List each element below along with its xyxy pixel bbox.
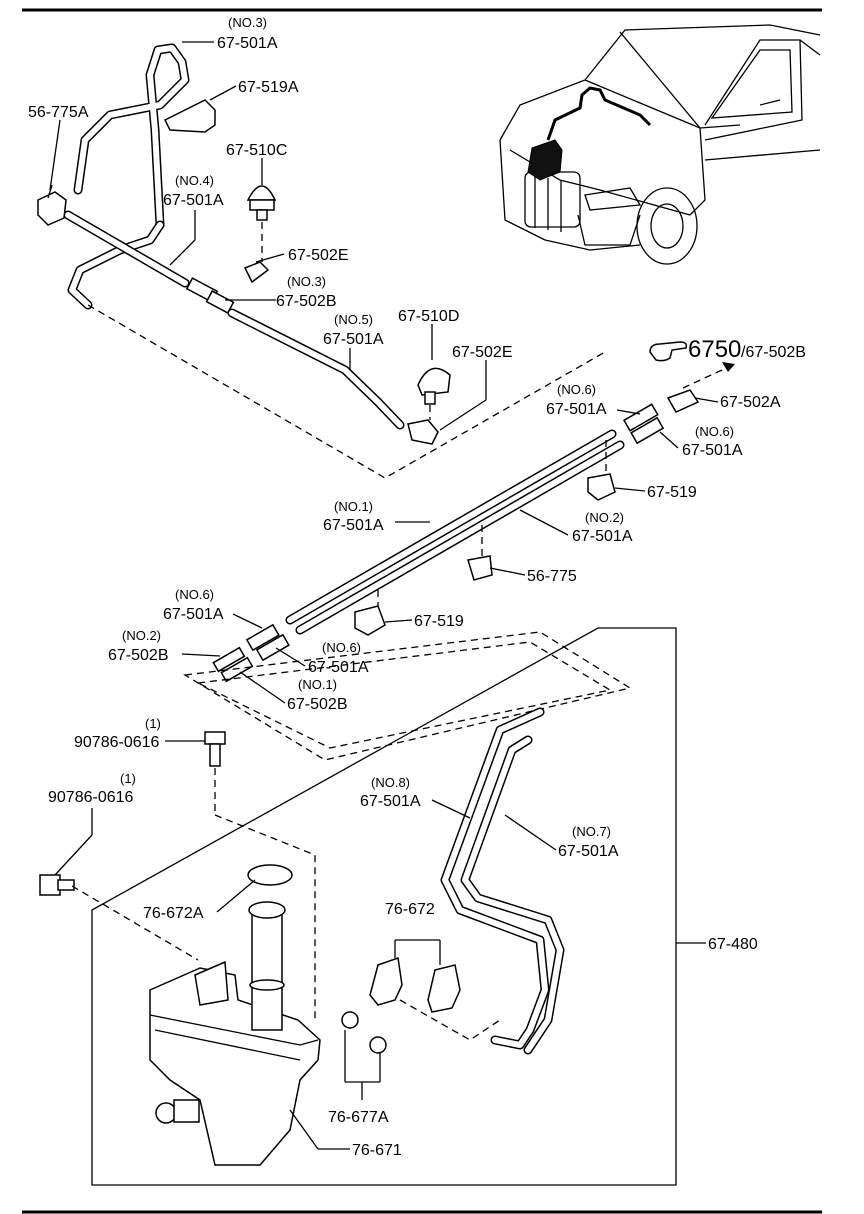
label-l5-qty: (NO.4) — [175, 173, 214, 188]
label-l14-part: 67-519 — [647, 484, 697, 501]
reference-sub: /67-502B — [741, 344, 806, 361]
pointing-hand-icon — [649, 341, 688, 362]
label-l21-part: 67-501A — [308, 659, 369, 676]
middle-hose-assembly — [183, 362, 736, 761]
label-l16-part: 67-501A — [572, 528, 633, 545]
vehicle-illustration — [499, 24, 821, 265]
label-l23-part: 90786-0616 — [74, 734, 160, 751]
label-l2-part: 67-519A — [238, 79, 299, 96]
label-l15-qty: (NO.1) — [334, 499, 373, 514]
label-l24-qty: (1) — [120, 771, 136, 786]
label-l10-part: 67-502E — [452, 344, 513, 361]
label-l25-qty: (NO.8) — [371, 775, 410, 790]
label-l3-part: 56-775A — [28, 104, 89, 121]
label-l21-qty: (NO.6) — [322, 640, 361, 655]
label-l22-qty: (NO.1) — [298, 677, 337, 692]
reservoir-assembly-box — [39, 627, 677, 1186]
label-l18-part: 67-519 — [414, 613, 464, 630]
label-l1-qty: (NO.3) — [228, 15, 267, 30]
label-l23-qty: (1) — [145, 716, 161, 731]
label-l4-part: 67-510C — [226, 142, 287, 159]
upper-hose-assembly — [37, 43, 606, 479]
label-l20-qty: (NO.2) — [122, 628, 161, 643]
label-l13-part: 67-501A — [682, 442, 743, 459]
label-l30-part: 76-677A — [328, 1109, 389, 1126]
label-l7-part: 67-502B — [276, 293, 337, 310]
label-l15-part: 67-501A — [323, 517, 384, 534]
label-l9-qty: (NO.5) — [334, 312, 373, 327]
label-l8-part: 67-510D — [398, 308, 459, 325]
label-l25-part: 67-501A — [360, 793, 421, 810]
reference-callout: 6750 /67-502B — [649, 336, 806, 363]
part-labels: (NO.3) 67-501A 67-519A 56-775A 67-510C (… — [28, 15, 781, 1159]
label-l6-part: 67-502E — [288, 247, 349, 264]
label-l26-part: 67-501A — [558, 843, 619, 860]
label-l29-part: 67-480 — [708, 936, 758, 953]
label-l26-qty: (NO.7) — [572, 824, 611, 839]
label-l5-part: 67-501A — [163, 192, 224, 209]
label-l17-part: 56-775 — [527, 568, 577, 585]
label-l11-part: 67-502A — [720, 394, 781, 411]
label-l7-qty: (NO.3) — [287, 274, 326, 289]
label-l27-part: 76-672A — [143, 905, 204, 922]
label-l28-part: 76-672 — [385, 901, 435, 918]
label-l31-part: 76-671 — [352, 1142, 402, 1159]
label-l24-part: 90786-0616 — [48, 789, 134, 806]
label-l19-qty: (NO.6) — [175, 587, 214, 602]
label-l1-part: 67-501A — [217, 35, 278, 52]
label-l12-part: 67-501A — [546, 401, 607, 418]
leader-lines — [49, 41, 719, 1150]
label-l22-part: 67-502B — [287, 696, 348, 713]
label-l13-qty: (NO.6) — [695, 424, 734, 439]
label-l9-part: 67-501A — [323, 331, 384, 348]
reference-code: 6750 — [688, 336, 741, 363]
label-l19-part: 67-501A — [163, 606, 224, 623]
label-l16-qty: (NO.2) — [585, 510, 624, 525]
label-l20-part: 67-502B — [108, 647, 169, 664]
label-l12-qty: (NO.6) — [557, 382, 596, 397]
